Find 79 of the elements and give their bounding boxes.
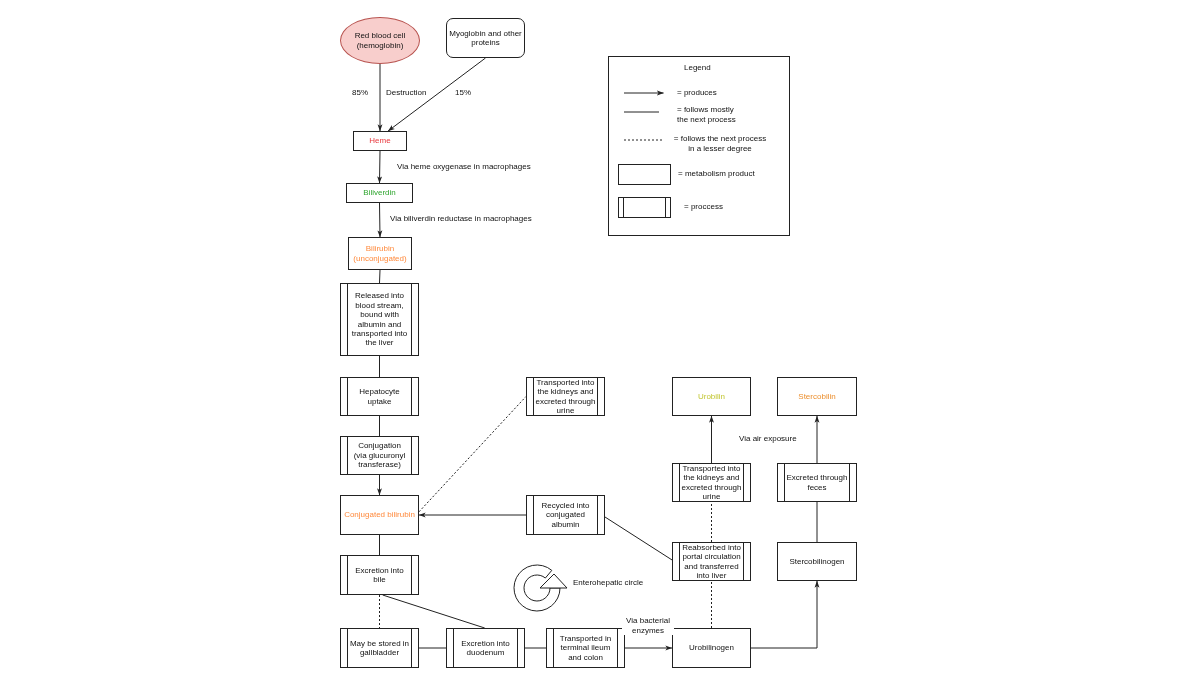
process-box <box>526 377 605 416</box>
arrow <box>387 57 486 132</box>
arrow <box>814 415 820 464</box>
rounded-box <box>446 18 525 58</box>
product-box <box>777 542 857 581</box>
process-box <box>340 555 419 595</box>
process-box <box>340 628 419 668</box>
connector-line <box>604 516 673 561</box>
product-box <box>353 131 407 151</box>
legend-text: = produces <box>677 88 717 98</box>
connector-line <box>379 355 380 378</box>
process-box <box>777 463 857 502</box>
node-label: Heme <box>369 136 391 146</box>
node-label: Hepatocyte uptake <box>358 387 401 406</box>
dotted-line <box>711 580 712 629</box>
node-label: Released into blood stream, bound with albumin and transported into the liver <box>350 291 409 348</box>
node-label: Urobilinogen <box>689 643 734 653</box>
arrow <box>624 645 673 651</box>
arrow <box>377 63 383 132</box>
connector-line <box>379 534 380 556</box>
annotation: Destruction <box>386 88 427 98</box>
node-label: May be stored in gallbladder <box>348 638 411 658</box>
node-label: Bilirubin (unconjugated) <box>352 244 408 263</box>
node-label: Transported in terminal ileum and colon <box>558 633 613 663</box>
node-label: Excretion into bile <box>354 565 405 585</box>
connector-line <box>418 647 447 649</box>
connector-line <box>816 501 818 543</box>
node-label: Excreted through feces <box>785 473 849 492</box>
node-label: Stercobilinogen <box>789 556 845 567</box>
node-label: Conjugated bilirubin <box>344 510 415 520</box>
node-label: Recycled into conjugated albumin <box>540 500 591 530</box>
dotted-line <box>711 501 712 543</box>
arrow <box>709 415 714 464</box>
process-box <box>340 283 419 356</box>
legend-text: = follows the next process in a lesser degree <box>672 134 768 154</box>
dotted-line <box>418 396 527 513</box>
arrow <box>418 512 527 518</box>
node-label: Urobilin <box>697 391 726 402</box>
product-box <box>340 495 419 535</box>
process-box <box>340 436 419 475</box>
edge-label: Via heme oxygenase in macrophages <box>397 162 531 172</box>
legend-text: = proccess <box>684 202 723 212</box>
node-label: Reabsorbed into portal circulation and transferred into liver <box>681 542 742 581</box>
process-box <box>526 495 605 535</box>
node-label: Myoglobin and other proteins <box>448 28 523 48</box>
node-label: Biliverdin <box>363 188 396 198</box>
node-label: Excretion into duodenum <box>460 638 511 658</box>
connector-line <box>379 415 380 437</box>
connector-line <box>382 594 486 629</box>
product-box <box>346 183 413 203</box>
process-box <box>672 463 751 502</box>
product-box <box>348 237 412 270</box>
arrow <box>377 474 382 496</box>
node-label: Stercobilin <box>798 391 836 402</box>
node-label: Transported into the kidneys and excreted through urine <box>680 463 743 502</box>
edge-label: 15% <box>455 88 471 98</box>
process-box <box>340 377 419 416</box>
process-box <box>672 542 751 581</box>
product-box <box>672 377 751 416</box>
process-box <box>546 628 625 668</box>
legend-text: = follows mostly the next process <box>677 105 737 125</box>
edge-label: Via bacterial enzymes <box>622 616 674 636</box>
annotation: Via air exposure <box>739 434 797 444</box>
edge-label: 85% <box>352 88 368 98</box>
arrow <box>750 580 820 649</box>
legend-text: = metabolism product <box>678 169 755 179</box>
product-box <box>672 628 751 668</box>
product-box <box>777 377 857 416</box>
connector-line <box>379 269 381 284</box>
connector-line <box>524 647 547 649</box>
node-label: Transported into the kidneys and excreted through urine <box>534 377 597 416</box>
annotation: Enterohepatic circle <box>573 578 644 588</box>
legend-title: Legend <box>684 63 711 73</box>
arrow <box>377 202 383 238</box>
node-label: Conjugation (via glucuronyl transferase) <box>352 441 407 470</box>
node-label: Red blood cell (hemoglobin) <box>353 31 407 50</box>
arrow <box>377 150 383 184</box>
edge-label: Via biliverdin reductase in macrophages <box>390 214 532 224</box>
process-box <box>446 628 525 668</box>
